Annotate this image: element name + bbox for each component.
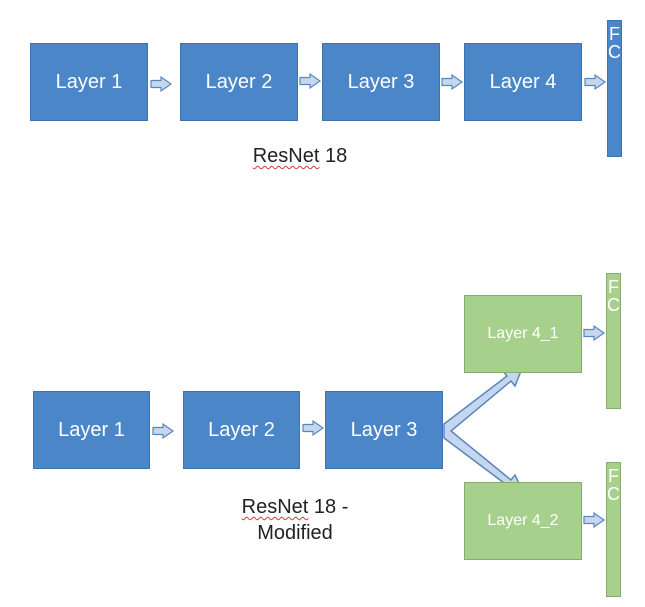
top-fc-letter-c: C xyxy=(608,42,621,62)
arrow-branch2-fc xyxy=(583,512,605,528)
branch2-fc-layer: F C xyxy=(606,462,621,597)
top-fc-layer: F C xyxy=(607,20,622,157)
arrow-bottom-2-3 xyxy=(302,420,324,436)
branch1-fc-letter-f: F xyxy=(608,277,619,297)
arrow-branch1-fc xyxy=(583,325,605,341)
branch-layer-4-2: Layer 4_2 xyxy=(464,482,582,560)
branch2-fc-letter-c: C xyxy=(607,484,620,504)
bottom-caption-line1: ResNet 18 - xyxy=(210,494,380,520)
top-caption: ResNet 18 xyxy=(220,143,380,169)
branch1-fc-layer: F C xyxy=(606,273,621,409)
arrow-bottom-1-2 xyxy=(152,423,174,439)
branch-layer-4-1-label: Layer 4_1 xyxy=(487,325,559,342)
arrow-top-3-4 xyxy=(441,74,463,90)
bottom-layer-1: Layer 1 xyxy=(33,391,150,469)
branch-fork-arrow xyxy=(443,365,526,495)
bottom-layer-2: Layer 2 xyxy=(183,391,300,469)
arrow-top-4-fc xyxy=(584,74,606,90)
bottom-caption-line2: Modified xyxy=(257,522,333,544)
top-layer-3: Layer 3 xyxy=(322,43,440,121)
bottom-layer-3: Layer 3 xyxy=(325,391,443,469)
branch-layer-4-2-label: Layer 4_2 xyxy=(487,512,559,529)
bottom-layer-1-label: Layer 1 xyxy=(58,418,125,441)
bottom-caption-word: ResNet xyxy=(241,496,309,518)
top-caption-rest: 18 xyxy=(319,145,348,167)
arrow-top-1-2 xyxy=(150,76,172,92)
bottom-layer-3-label: Layer 3 xyxy=(350,418,418,441)
branch-layer-4-1: Layer 4_1 xyxy=(464,295,582,373)
top-layer-2-label: Layer 2 xyxy=(205,70,273,93)
top-layer-1: Layer 1 xyxy=(30,43,148,121)
bottom-layer-2-label: Layer 2 xyxy=(208,418,275,441)
top-layer-4-label: Layer 4 xyxy=(489,70,557,93)
top-caption-word: ResNet xyxy=(252,145,320,167)
top-fc-letter-f: F xyxy=(609,24,620,44)
arrow-top-2-3 xyxy=(299,73,321,89)
top-layer-2: Layer 2 xyxy=(180,43,298,121)
top-layer-3-label: Layer 3 xyxy=(347,70,415,93)
top-layer-4: Layer 4 xyxy=(464,43,582,121)
bottom-caption: ResNet 18 - Modified xyxy=(210,494,380,546)
branch2-fc-letter-f: F xyxy=(608,466,619,486)
branch1-fc-letter-c: C xyxy=(607,295,620,315)
bottom-caption-rest: 18 - xyxy=(308,496,349,518)
top-layer-1-label: Layer 1 xyxy=(55,70,123,93)
